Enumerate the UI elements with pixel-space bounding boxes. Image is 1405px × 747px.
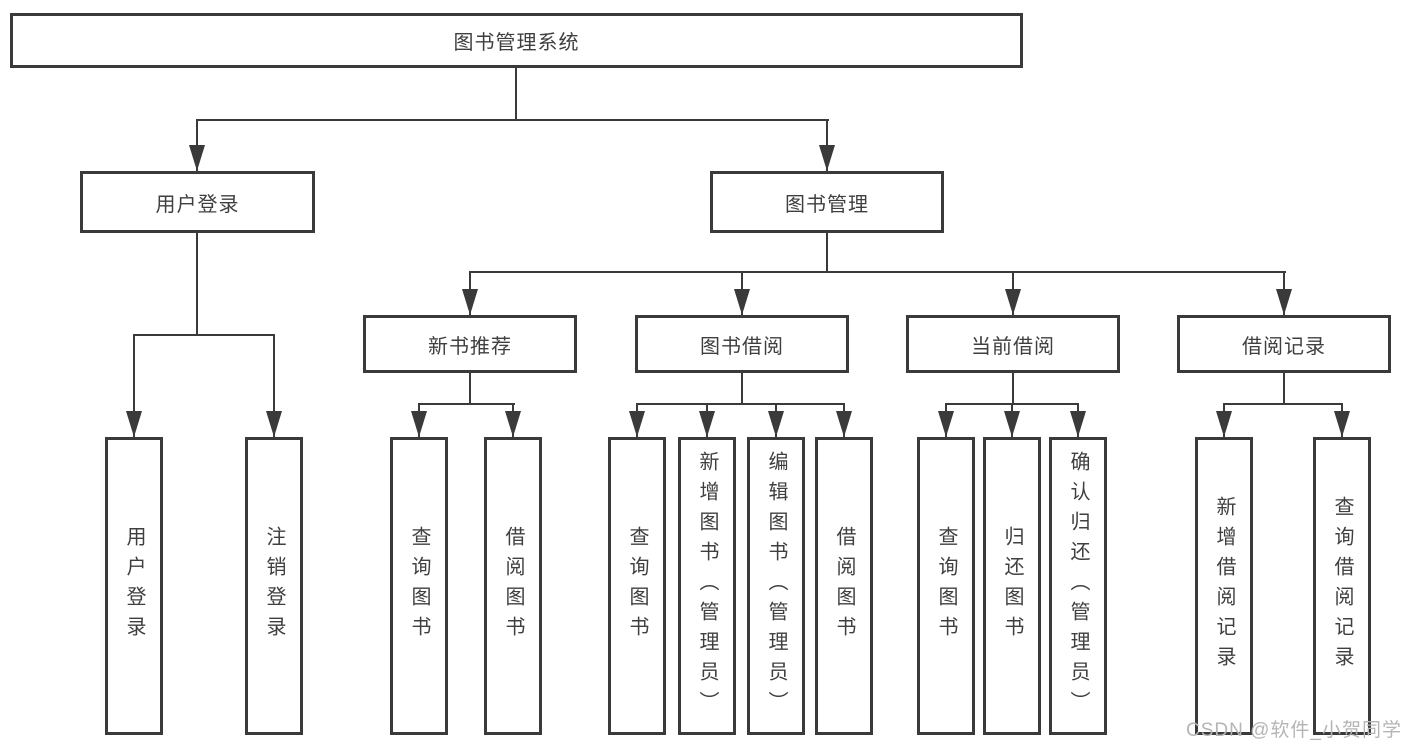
- arrowhead-down-icon: [505, 411, 521, 437]
- leaf-box-query-books-current: 查询图书: [917, 437, 975, 735]
- arrowhead-down-icon: [1005, 289, 1021, 315]
- node-box-borrow-records: 借阅记录: [1177, 315, 1391, 373]
- connector-line: [469, 373, 471, 405]
- node-box-user-login: 用户登录: [80, 171, 315, 233]
- arrowhead-down-icon: [1004, 411, 1020, 437]
- arrowhead-down-icon: [1334, 411, 1350, 437]
- connector-line: [1012, 373, 1014, 405]
- node-label: 用户登录: [123, 526, 145, 646]
- leaf-box-query-books-borrowing: 查询图书: [608, 437, 666, 735]
- node-label: 查询图书: [626, 526, 648, 646]
- leaf-box-confirm-return-admin: 确认归还（管理员）: [1049, 437, 1107, 735]
- leaf-box-add-borrow-record: 新增借阅记录: [1195, 437, 1253, 735]
- leaf-box-edit-books-admin: 编辑图书（管理员）: [747, 437, 805, 735]
- connector-line: [133, 334, 275, 336]
- arrowhead-down-icon: [699, 411, 715, 437]
- connector-line: [196, 233, 198, 336]
- node-label: 图书借阅: [700, 335, 784, 358]
- node-label: 借阅图书: [833, 526, 855, 646]
- node-box-current-borrowing: 当前借阅: [906, 315, 1120, 373]
- arrowhead-down-icon: [189, 145, 205, 171]
- node-label: 查询图书: [935, 526, 957, 646]
- arrowhead-down-icon: [629, 411, 645, 437]
- arrowhead-down-icon: [126, 411, 142, 437]
- node-label: 图书管理: [785, 193, 869, 216]
- arrowhead-down-icon: [462, 289, 478, 315]
- leaf-box-return-books: 归还图书: [983, 437, 1041, 735]
- node-label: 查询图书: [408, 526, 430, 646]
- arrowhead-down-icon: [266, 411, 282, 437]
- node-box-library-system: 图书管理系统: [10, 13, 1023, 68]
- leaf-box-borrow-books-recommend: 借阅图书: [484, 437, 542, 735]
- leaf-box-borrow-books: 借阅图书: [815, 437, 873, 735]
- connector-line: [273, 334, 275, 437]
- arrowhead-down-icon: [1070, 411, 1086, 437]
- node-label: 确认归还（管理员）: [1067, 451, 1089, 721]
- node-box-book-borrowing: 图书借阅: [635, 315, 849, 373]
- leaf-box-query-books-recommend: 查询图书: [390, 437, 448, 735]
- connector-line: [741, 373, 743, 405]
- node-label: 编辑图书（管理员）: [765, 451, 787, 721]
- arrowhead-down-icon: [1216, 411, 1232, 437]
- connector-line: [636, 403, 845, 405]
- node-label: 图书管理系统: [453, 32, 580, 54]
- node-label: 新书推荐: [428, 335, 512, 358]
- leaf-box-logout: 注销登录: [245, 437, 303, 735]
- connector-line: [515, 68, 517, 121]
- connector-line: [418, 403, 515, 405]
- connector-line: [1283, 373, 1285, 405]
- connector-line: [469, 271, 1286, 273]
- connector-line: [133, 334, 135, 437]
- node-label: 当前借阅: [971, 335, 1055, 358]
- leaf-box-add-books-admin: 新增图书（管理员）: [678, 437, 736, 735]
- connector-line: [826, 233, 828, 273]
- node-label: 借阅记录: [1242, 335, 1326, 358]
- node-box-book-management: 图书管理: [710, 171, 944, 233]
- arrowhead-down-icon: [734, 289, 750, 315]
- leaf-box-query-borrow-record: 查询借阅记录: [1313, 437, 1371, 735]
- arrowhead-down-icon: [819, 145, 835, 171]
- arrowhead-down-icon: [938, 411, 954, 437]
- connector-line: [196, 119, 829, 121]
- arrowhead-down-icon: [411, 411, 427, 437]
- watermark: CSDN @软件_小贺同学: [1186, 720, 1402, 741]
- node-label: 注销登录: [263, 526, 285, 646]
- node-label: 新增借阅记录: [1213, 496, 1235, 676]
- arrowhead-down-icon: [768, 411, 784, 437]
- node-label: 归还图书: [1001, 526, 1023, 646]
- arrowhead-down-icon: [1276, 289, 1292, 315]
- connector-line: [1223, 403, 1343, 405]
- arrowhead-down-icon: [836, 411, 852, 437]
- leaf-box-user-login: 用户登录: [105, 437, 163, 735]
- node-box-new-book-recommend: 新书推荐: [363, 315, 577, 373]
- node-label: 用户登录: [155, 193, 240, 216]
- node-label: 借阅图书: [502, 526, 524, 646]
- node-label: 新增图书（管理员）: [696, 451, 718, 721]
- node-label: 查询借阅记录: [1331, 496, 1353, 676]
